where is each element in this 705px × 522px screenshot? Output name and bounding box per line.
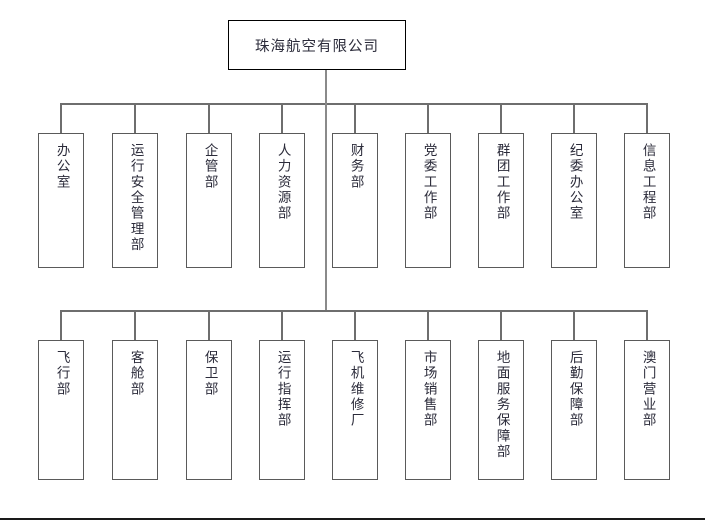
trunk-line-root-to-row1 bbox=[325, 70, 327, 103]
dept-label: 保卫部 bbox=[201, 350, 218, 398]
drop-line-row1-8 bbox=[573, 103, 575, 133]
dept-node-operations-control[interactable]: 运行指挥部 bbox=[259, 340, 305, 480]
dept-node-party-committee-work[interactable]: 党委工作部 bbox=[405, 133, 451, 268]
dept-label: 财务部 bbox=[347, 143, 364, 191]
dept-node-mass-organization-work[interactable]: 群团工作部 bbox=[478, 133, 524, 268]
dept-label: 纪委办公室 bbox=[566, 143, 583, 222]
drop-line-row1-2 bbox=[134, 103, 136, 133]
dept-label: 运行指挥部 bbox=[274, 350, 291, 429]
dept-node-logistics-support[interactable]: 后勤保障部 bbox=[551, 340, 597, 480]
dept-label: 企管部 bbox=[201, 143, 218, 191]
drop-line-row2-8 bbox=[573, 310, 575, 340]
dept-label: 飞机维修厂 bbox=[347, 350, 364, 429]
drop-line-row1-1 bbox=[60, 103, 62, 133]
dept-label: 人力资源部 bbox=[274, 143, 291, 222]
drop-line-row1-9 bbox=[646, 103, 648, 133]
drop-line-row1-5 bbox=[354, 103, 356, 133]
dept-node-macau-sales[interactable]: 澳门营业部 bbox=[624, 340, 670, 480]
drop-line-row2-3 bbox=[208, 310, 210, 340]
dept-node-human-resources[interactable]: 人力资源部 bbox=[259, 133, 305, 268]
drop-line-row2-9 bbox=[646, 310, 648, 340]
org-root-node[interactable]: 珠海航空有限公司 bbox=[228, 20, 406, 70]
trunk-line-row1-to-row2 bbox=[325, 103, 327, 310]
drop-line-row1-6 bbox=[427, 103, 429, 133]
dept-node-flight-safety-mgmt[interactable]: 运行安全管理部 bbox=[112, 133, 158, 268]
drop-line-row2-5 bbox=[354, 310, 356, 340]
bottom-divider bbox=[0, 518, 705, 520]
dept-node-marketing-sales[interactable]: 市场销售部 bbox=[405, 340, 451, 480]
drop-line-row1-3 bbox=[208, 103, 210, 133]
dept-node-finance[interactable]: 财务部 bbox=[332, 133, 378, 268]
dept-label: 市场销售部 bbox=[420, 350, 437, 429]
dept-label: 办公室 bbox=[53, 143, 70, 191]
dept-label: 信息工程部 bbox=[639, 143, 656, 222]
dept-label: 客舱部 bbox=[127, 350, 144, 398]
drop-line-row2-2 bbox=[134, 310, 136, 340]
dept-node-enterprise-mgmt[interactable]: 企管部 bbox=[186, 133, 232, 268]
drop-line-row2-7 bbox=[500, 310, 502, 340]
drop-line-row1-4 bbox=[281, 103, 283, 133]
dept-node-aircraft-maintenance[interactable]: 飞机维修厂 bbox=[332, 340, 378, 480]
dept-label: 后勤保障部 bbox=[566, 350, 583, 429]
dept-label: 地面服务保障部 bbox=[493, 350, 510, 460]
dept-node-flight-operations[interactable]: 飞行部 bbox=[38, 340, 84, 480]
drop-line-row1-7 bbox=[500, 103, 502, 133]
dept-label: 运行安全管理部 bbox=[127, 143, 144, 253]
dept-label: 飞行部 bbox=[53, 350, 70, 398]
dept-label: 群团工作部 bbox=[493, 143, 510, 222]
drop-line-row2-6 bbox=[427, 310, 429, 340]
dept-node-office[interactable]: 办公室 bbox=[38, 133, 84, 268]
dept-label: 党委工作部 bbox=[420, 143, 437, 222]
dept-label: 澳门营业部 bbox=[639, 350, 656, 429]
dept-node-security[interactable]: 保卫部 bbox=[186, 340, 232, 480]
dept-node-cabin-crew[interactable]: 客舱部 bbox=[112, 340, 158, 480]
org-root-label: 珠海航空有限公司 bbox=[255, 38, 379, 55]
dept-node-ground-services[interactable]: 地面服务保障部 bbox=[478, 340, 524, 480]
drop-line-row2-4 bbox=[281, 310, 283, 340]
dept-node-information-engineering[interactable]: 信息工程部 bbox=[624, 133, 670, 268]
drop-line-row2-1 bbox=[60, 310, 62, 340]
dept-node-discipline-office[interactable]: 纪委办公室 bbox=[551, 133, 597, 268]
